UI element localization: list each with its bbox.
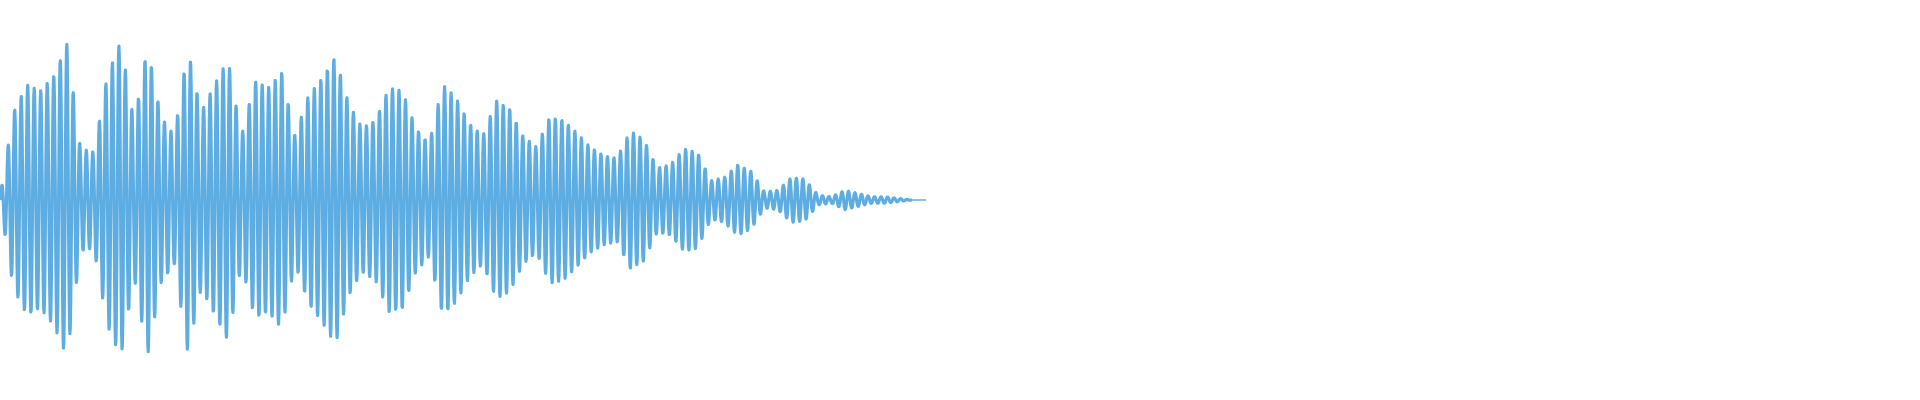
waveform-trace — [0, 42, 914, 354]
